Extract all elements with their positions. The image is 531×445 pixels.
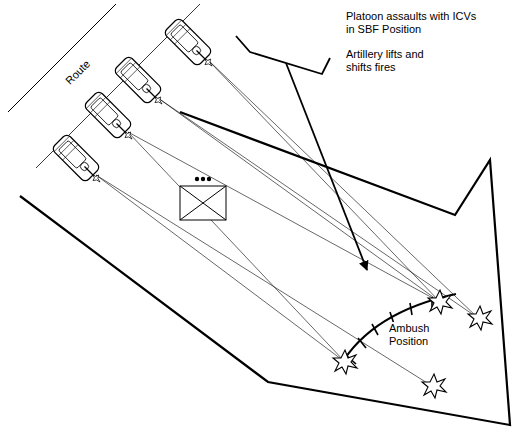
axis-arrow: Ambush Position xyxy=(16,100,516,430)
note-text: Platoon assaults with ICVs in SBF Positi… xyxy=(346,10,481,36)
node-label: Ambush Position xyxy=(388,322,442,348)
route-label: Route xyxy=(59,54,96,91)
note-text: Artillery lifts and shifts fires xyxy=(346,48,446,74)
arrow-outline xyxy=(16,100,516,430)
